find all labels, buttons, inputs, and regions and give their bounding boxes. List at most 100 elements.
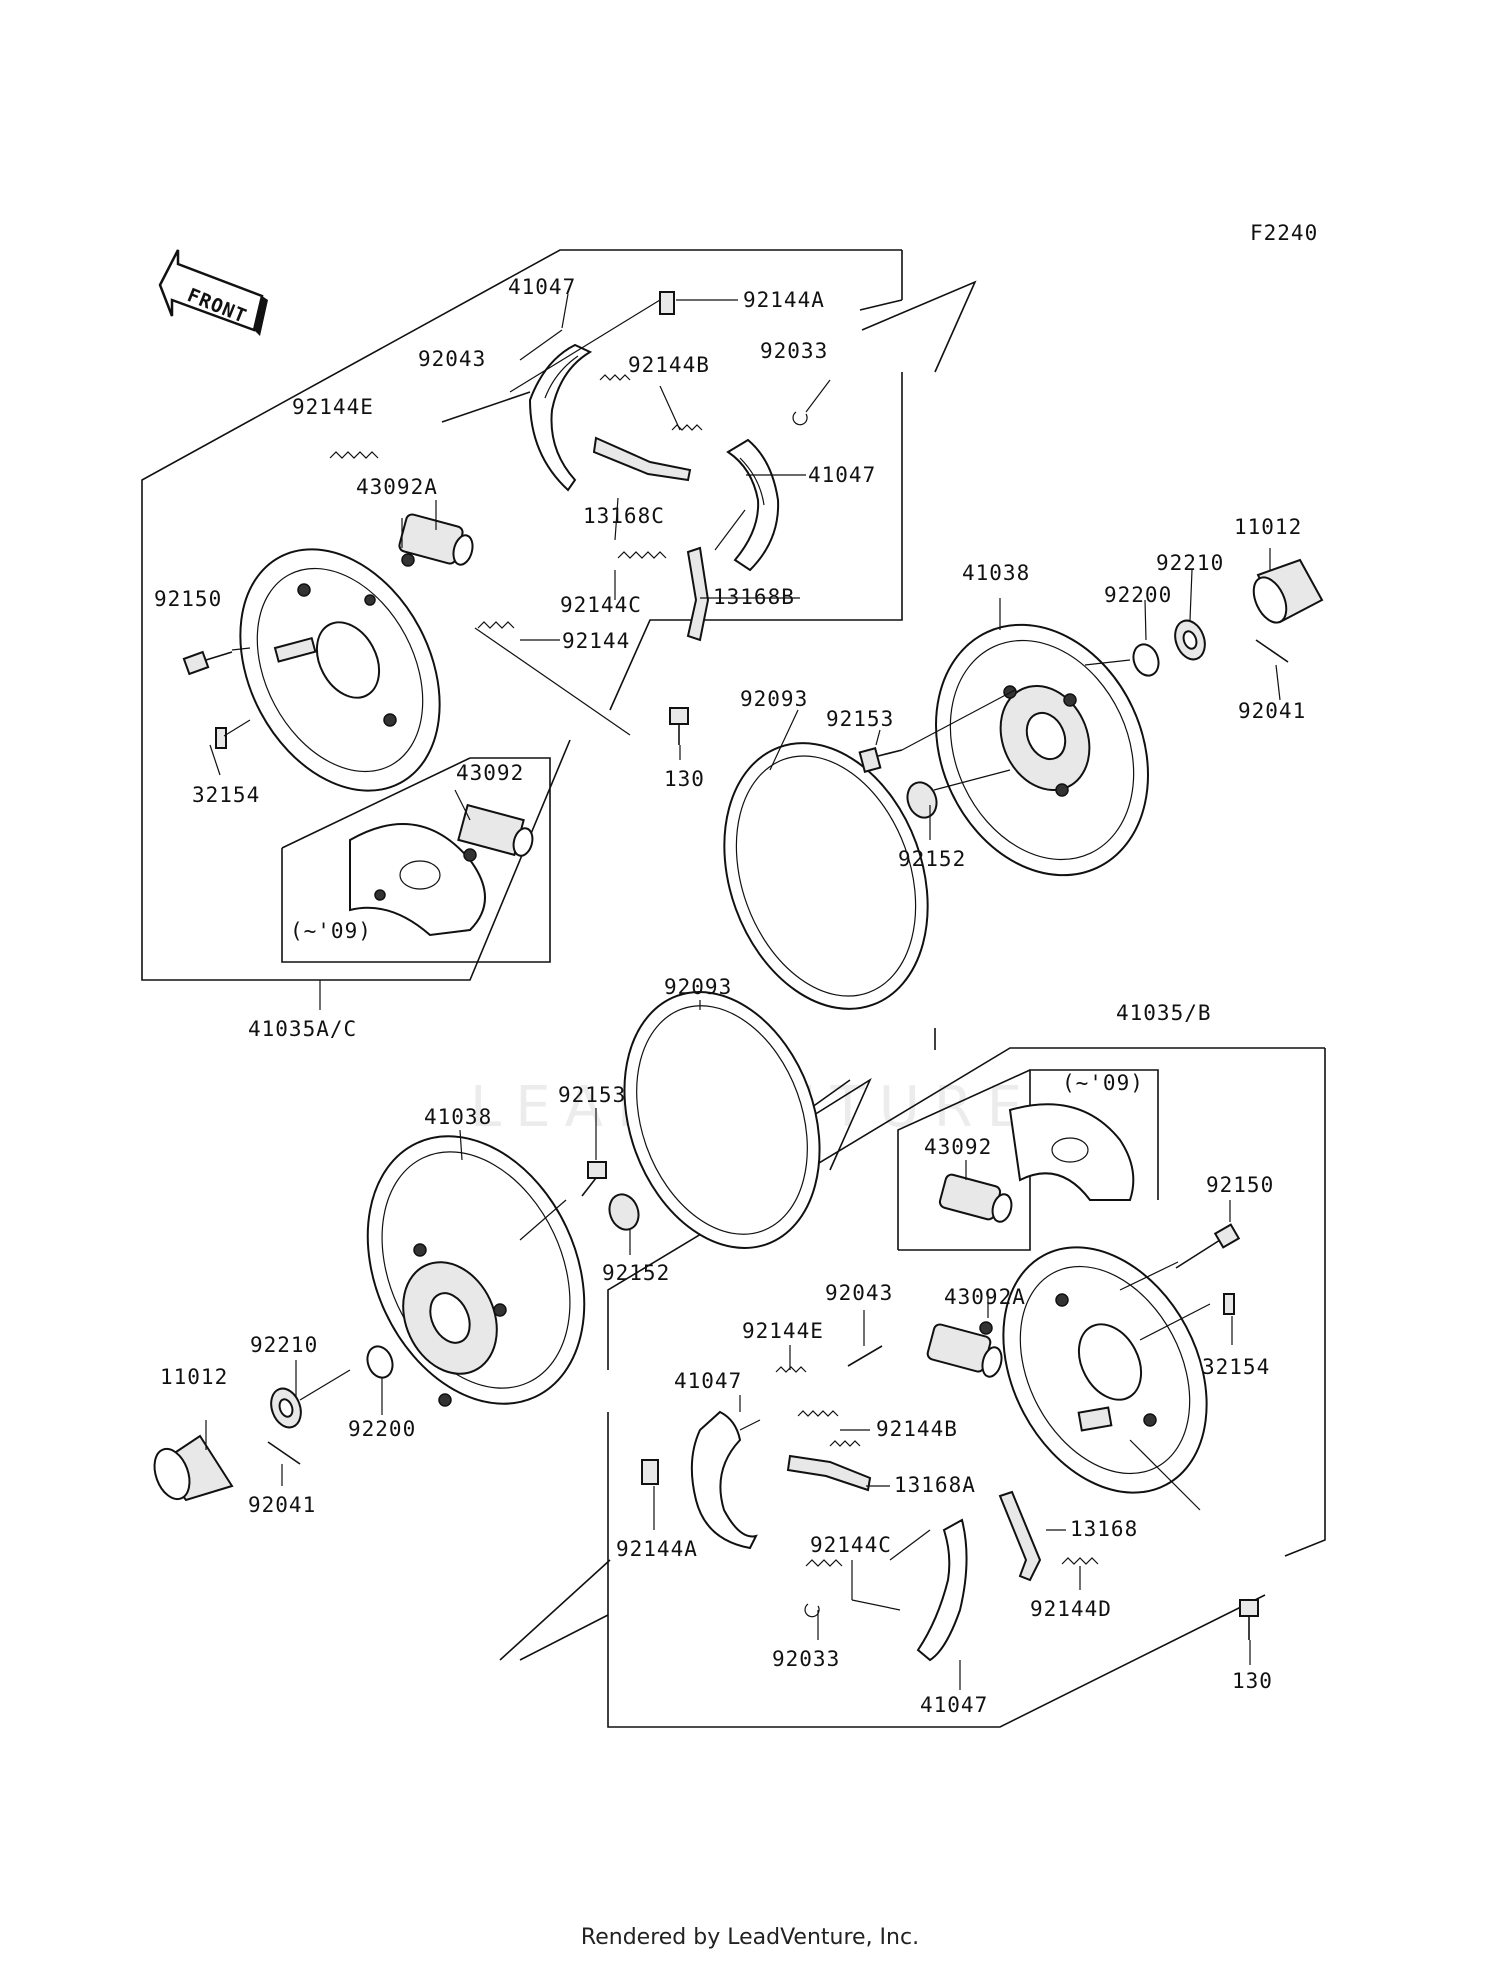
hub-cap-lower — [153, 1434, 234, 1502]
bleeder-valve — [215, 727, 227, 749]
hub-cap — [1252, 558, 1324, 624]
hold-down-pin-lower — [847, 1345, 883, 1367]
label-92153-lower: 92153 — [558, 1083, 626, 1107]
label-13168B: 13168B — [713, 585, 795, 609]
lever-a-lower — [786, 1454, 872, 1492]
upper-assembly: 41047 92144A 92043 92144B 92033 92144E 4… — [141, 249, 1324, 1041]
lever-lower — [998, 1490, 1042, 1582]
label-130: 130 — [664, 767, 705, 791]
spring-clip-lower — [641, 1459, 659, 1485]
drum-seal-lower — [623, 991, 821, 1249]
label-92033-lower: 92033 — [772, 1647, 840, 1671]
label-92093: 92093 — [740, 687, 808, 711]
label-92144E-lower: 92144E — [742, 1319, 824, 1343]
label-41047-lower-left: 41047 — [674, 1369, 742, 1393]
spring-c — [617, 551, 667, 559]
lower-assembly: 41035/B 92093 41038 92153 92152 92210 11… — [153, 975, 1326, 1728]
brake-drum-lower — [366, 1135, 586, 1407]
circlip-lower — [804, 1603, 820, 1618]
label-41035-B: 41035/B — [1116, 1001, 1212, 1025]
label-130-lower: 130 — [1232, 1669, 1273, 1693]
brake-panel-lower — [1002, 1246, 1208, 1494]
label-13168A-lower: 13168A — [894, 1473, 976, 1497]
label-13168-lower: 13168 — [1070, 1517, 1138, 1541]
cotter-pin — [1255, 639, 1289, 663]
label-92144A: 92144A — [743, 288, 825, 312]
spring-c-lower — [805, 1559, 843, 1567]
label-92150-lower: 92150 — [1206, 1173, 1274, 1197]
label-92144D-lower: 92144D — [1030, 1597, 1112, 1621]
drum-bolt-lower — [581, 1161, 607, 1197]
label-43092-lower: 43092 — [924, 1135, 992, 1159]
label-92144C-lower: 92144C — [810, 1533, 892, 1557]
label-43092: 43092 — [456, 761, 524, 785]
circlip — [792, 411, 808, 426]
label-43092A-lower: 43092A — [944, 1285, 1026, 1309]
castle-nut — [1174, 619, 1206, 661]
label-32154: 32154 — [192, 783, 260, 807]
brake-panel-old — [349, 823, 486, 937]
spring-b-bottom — [671, 424, 703, 431]
drum-washer — [906, 781, 938, 819]
label-41035A-C: 41035A/C — [248, 1017, 357, 1041]
lever-c — [592, 436, 692, 482]
front-arrow-icon: FRONT — [158, 249, 268, 336]
label-41038: 41038 — [962, 561, 1030, 585]
label-92152: 92152 — [898, 847, 966, 871]
wheel-cylinder-old-lower — [938, 1173, 1013, 1223]
washer-lower — [366, 1345, 394, 1379]
label-92210-lower: 92210 — [250, 1333, 318, 1357]
spring-b-lower-top — [797, 1410, 839, 1417]
label-92144A-lower: 92144A — [616, 1537, 698, 1561]
wheel-cylinder-a — [398, 513, 474, 567]
spring-e — [329, 451, 379, 459]
label-11012: 11012 — [1234, 515, 1302, 539]
spring-b-lower-bottom — [829, 1440, 861, 1447]
label-92043-lower: 92043 — [825, 1281, 893, 1305]
brake-shoe-bottom-lower — [916, 1518, 968, 1662]
spring-main — [477, 621, 515, 629]
label-92043: 92043 — [418, 347, 486, 371]
label-92210: 92210 — [1156, 551, 1224, 575]
label-41047: 41047 — [808, 463, 876, 487]
bolt-130 — [669, 707, 689, 745]
label-13168C: 13168C — [583, 504, 665, 528]
panel-bolt-lower — [1175, 1223, 1241, 1269]
diagram-code: F2240 — [1250, 221, 1318, 245]
panel-bolt — [182, 650, 233, 676]
note-until-09-lower: (~'09) — [1062, 1071, 1144, 1095]
drum-washer-lower — [608, 1193, 640, 1231]
bolt-130-lower — [1239, 1599, 1259, 1640]
castle-nut-lower — [270, 1387, 302, 1429]
drum-seal — [723, 742, 929, 1010]
label-92150: 92150 — [154, 587, 222, 611]
label-92144B: 92144B — [628, 353, 710, 377]
wheel-cylinder-old — [457, 803, 534, 862]
label-92041-lower: 92041 — [248, 1493, 316, 1517]
wheel-cylinder-a-lower — [926, 1321, 1003, 1378]
label-43092A: 43092A — [356, 475, 438, 499]
label-92200: 92200 — [1104, 583, 1172, 607]
brake-shoe-right — [726, 438, 780, 572]
brake-drum — [935, 623, 1149, 877]
hold-down-pin — [441, 391, 531, 423]
label-92144: 92144 — [562, 629, 630, 653]
label-41038-lower: 41038 — [424, 1105, 492, 1129]
spring-clip — [659, 291, 675, 315]
label-92041: 92041 — [1238, 699, 1306, 723]
brake-shoe-top — [528, 343, 593, 492]
footer-credit: Rendered by LeadVenture, Inc. — [580, 1925, 920, 1950]
drum-bolt — [858, 747, 903, 773]
label-92153: 92153 — [826, 707, 894, 731]
label-92093-lower: 92093 — [664, 975, 732, 999]
spring-d-lower — [1061, 1557, 1099, 1565]
label-11012-lower: 11012 — [160, 1365, 228, 1389]
brake-shoe-left-lower — [690, 1410, 758, 1550]
label-92144E: 92144E — [292, 395, 374, 419]
brake-panel-old-lower — [1008, 1103, 1135, 1201]
spring-b-top — [599, 374, 631, 381]
label-41047: 41047 — [508, 275, 576, 299]
lever-b — [686, 546, 710, 642]
